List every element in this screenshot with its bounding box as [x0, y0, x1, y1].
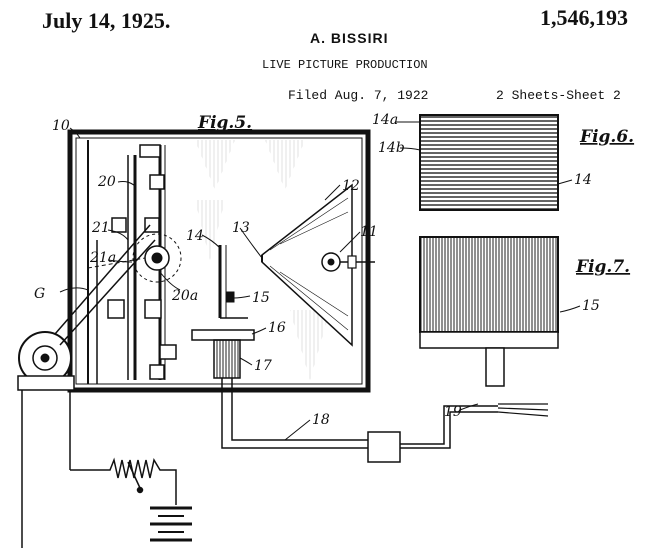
patent-date: July 14, 1925. [42, 8, 171, 33]
ref-20a: 20a [171, 288, 198, 304]
ref-14b: 14b [378, 140, 405, 156]
ref-12: 12 [342, 178, 360, 194]
ref-G: G [34, 286, 45, 302]
fig5-label: Fig.5. [197, 113, 252, 133]
filing-date: Filed Aug. 7, 1922 [288, 88, 429, 103]
ref-14a: 14a [372, 112, 398, 128]
ref-10: 10 [52, 118, 70, 134]
ref-21: 21 [91, 220, 110, 236]
lamp-reflector-12 [261, 183, 375, 347]
motor-G [17, 224, 156, 548]
ref-19: 19 [444, 404, 462, 420]
wiring-18-19 [221, 392, 549, 463]
ref-11: 11 [360, 224, 378, 240]
fig7-film-panel [419, 236, 559, 387]
fig6-label: Fig.6. [579, 127, 634, 147]
fig7-label: Fig.7. [575, 257, 630, 277]
ref-17: 17 [254, 358, 272, 374]
patent-title: LIVE PICTURE PRODUCTION [262, 58, 428, 72]
light-shading [195, 140, 330, 380]
ref-13: 13 [232, 220, 250, 236]
inventor-name: A. BISSIRI [310, 30, 389, 46]
ref-14: 14 [186, 228, 204, 244]
film-mechanism [87, 144, 182, 384]
ref-14-fig6: 14 [574, 172, 592, 188]
leader-lines [59, 121, 581, 441]
sheet-count: 2 Sheets-Sheet 2 [496, 88, 621, 103]
film-strip-14 [218, 245, 248, 319]
patent-number: 1,546,193 [540, 5, 628, 30]
ref-20: 20 [97, 174, 116, 190]
ref-16: 16 [268, 320, 286, 336]
ref-21a: 21a [89, 250, 116, 266]
rheostat-and-battery [70, 457, 192, 542]
ref-15: 15 [252, 290, 270, 306]
ref-18: 18 [312, 412, 330, 428]
ref-15-fig7: 15 [582, 298, 600, 314]
fig5-housing [67, 129, 371, 393]
fig6-film-panel [419, 114, 559, 211]
electromagnet-17 [191, 329, 255, 392]
